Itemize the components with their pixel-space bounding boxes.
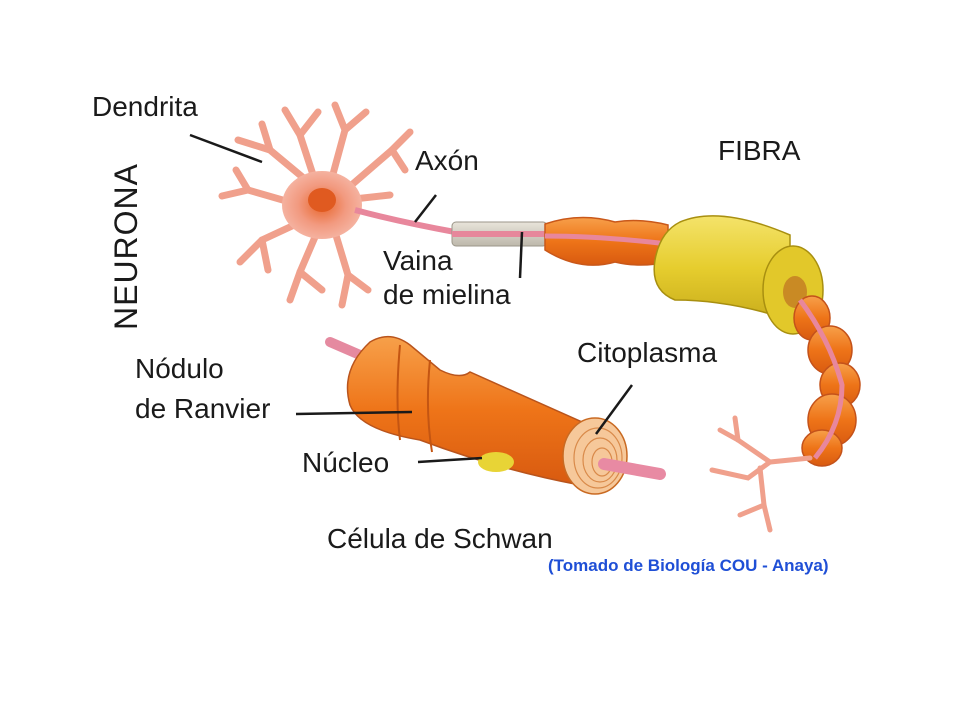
ranvier-node-line bbox=[396, 344, 401, 441]
schwann-nucleus bbox=[478, 452, 514, 472]
leader-citoplasma bbox=[594, 384, 634, 435]
leader-nodulo bbox=[295, 410, 413, 416]
leader-nucleo bbox=[417, 456, 483, 464]
label-vaina-line1: Vaina bbox=[383, 245, 453, 276]
label-celula-schwan: Célula de Schwan bbox=[327, 523, 553, 554]
label-citoplasma: Citoplasma bbox=[577, 337, 718, 368]
leader-vaina bbox=[518, 231, 524, 279]
label-dendrita: Dendrita bbox=[92, 91, 198, 122]
axon bbox=[354, 207, 456, 235]
leader-dendrita bbox=[189, 133, 263, 164]
axon-lower bbox=[797, 298, 845, 460]
leader-axon bbox=[414, 194, 437, 223]
dendrites bbox=[218, 101, 414, 309]
label-nodulo-line1: Nódulo bbox=[135, 353, 224, 384]
axon-segment bbox=[544, 233, 669, 247]
label-vaina-line2: de mielina bbox=[383, 279, 511, 310]
nucleus-soma bbox=[308, 188, 336, 212]
axon-inside-sheath bbox=[452, 231, 547, 237]
label-nodulo-line2: de Ranvier bbox=[135, 393, 271, 424]
axon-stub-right bbox=[598, 458, 666, 480]
label-nucleo: Núcleo bbox=[302, 447, 390, 478]
source-credit: (Tomado de Biología COU - Anaya) bbox=[548, 556, 829, 575]
myelin-cylinder bbox=[653, 215, 791, 322]
label-axon: Axón bbox=[415, 145, 479, 176]
label-fibra: FIBRA bbox=[718, 135, 801, 166]
schwann-fold bbox=[426, 359, 433, 453]
axon-terminals bbox=[709, 415, 813, 533]
axon-stub-left bbox=[325, 337, 365, 360]
leader-lines bbox=[189, 133, 634, 464]
cytoplasm-crosssection bbox=[562, 417, 628, 495]
label-neurona: NEURONA bbox=[108, 162, 144, 330]
